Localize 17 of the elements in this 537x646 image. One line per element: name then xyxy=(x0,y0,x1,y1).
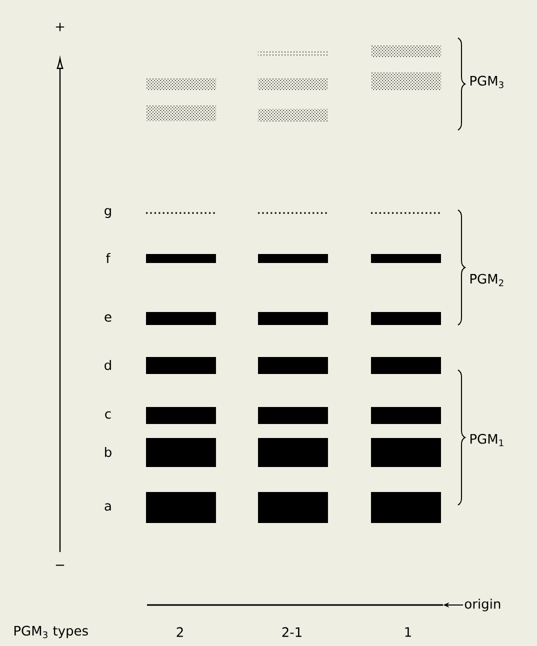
group-label: PGM$_{3}$ xyxy=(470,76,504,88)
axis-label: PGM$_{3}$ types xyxy=(14,626,88,638)
type-label: 2 xyxy=(176,627,183,637)
group-label: PGM$_{2}$ xyxy=(470,274,504,286)
band-letter: f xyxy=(106,253,111,263)
group-label: PGM$_{1}$ xyxy=(470,434,504,446)
polarity-sign: + xyxy=(56,22,64,32)
origin-label: origin xyxy=(464,598,500,612)
band-letter: d xyxy=(104,360,111,370)
band-letter: e xyxy=(104,314,112,322)
type-label: 2-1 xyxy=(282,627,302,637)
band-letter: c xyxy=(105,411,111,419)
band-letter: g xyxy=(104,208,111,218)
band-letter: a xyxy=(104,503,111,511)
type-label: 1 xyxy=(405,627,411,637)
band-letter: b xyxy=(105,446,112,458)
polarity-sign: − xyxy=(56,564,64,566)
